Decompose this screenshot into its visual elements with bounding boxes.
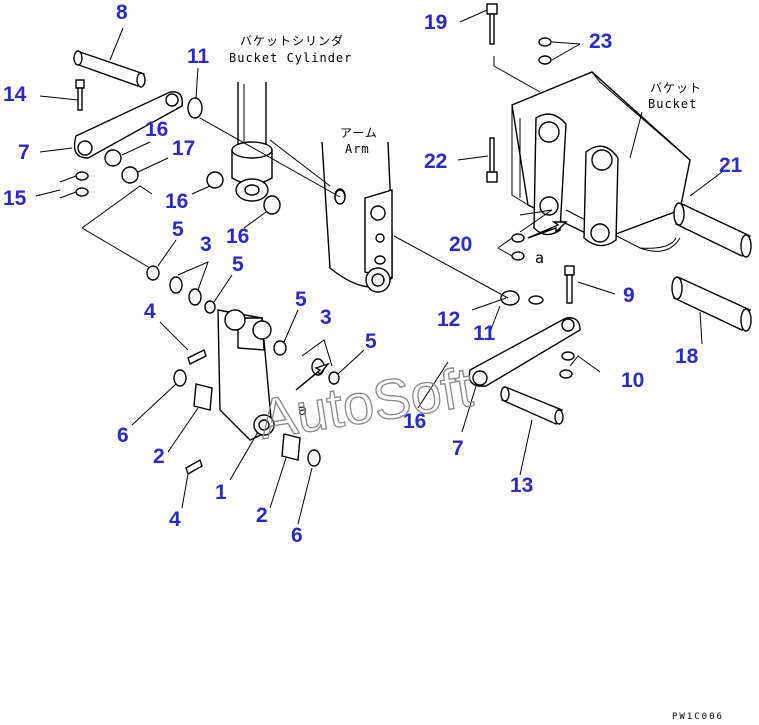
link-7-upper [73, 91, 183, 159]
bolt-14 [75, 79, 85, 111]
callout-22: 22 [424, 150, 447, 173]
callout-8: 8 [116, 1, 128, 24]
callout-20: 20 [449, 233, 472, 256]
nuts-20 [511, 233, 525, 261]
callout-10: 10 [621, 369, 644, 392]
callout-16: 16 [226, 225, 249, 248]
callout-2: 2 [256, 504, 268, 527]
ref-a-right: a [535, 249, 544, 267]
callout-19: 19 [424, 11, 447, 34]
callout-7: 7 [452, 437, 464, 460]
bucket-cylinder [231, 82, 273, 202]
reference-arrows [295, 221, 568, 391]
callout-3: 3 [200, 233, 212, 256]
pin-8 [73, 50, 146, 88]
callout-18: 18 [675, 345, 699, 368]
arm-en-label: Arm [345, 142, 370, 156]
pin-18 [671, 276, 752, 332]
callout-5: 5 [172, 218, 184, 241]
callout-17: 17 [172, 137, 195, 160]
ref-a-left: a [298, 401, 307, 419]
callout-3: 3 [320, 306, 332, 329]
bucket-cylinder-en-label: Bucket Cylinder [229, 51, 352, 65]
callout-6: 6 [117, 424, 129, 447]
callout-12: 12 [437, 308, 460, 331]
shims-and-bushings [104, 97, 520, 476]
pin-21 [673, 202, 752, 258]
link-1 [217, 309, 275, 441]
callout-21: 21 [719, 154, 743, 177]
callout-23: 23 [589, 30, 612, 53]
callout-16: 16 [403, 410, 426, 433]
callout-15: 15 [3, 187, 27, 210]
nuts-10 [559, 351, 575, 379]
callout-16: 16 [165, 190, 188, 213]
callout-11: 11 [187, 45, 210, 68]
link-7-right [468, 295, 581, 387]
callout-5: 5 [232, 253, 244, 276]
nuts-23 [538, 37, 552, 65]
leader-lines [35, 9, 723, 525]
pin-13 [500, 386, 564, 425]
callout-13: 13 [510, 474, 533, 497]
callout-5: 5 [365, 330, 377, 353]
autosoft-watermark: AutoSoft [255, 355, 477, 451]
callout-1: 1 [215, 481, 227, 504]
callout-2: 2 [153, 445, 165, 468]
callouts: 8 14 7 15 16 17 11 16 16 5 3 5 4 5 3 5 6… [3, 1, 743, 547]
callout-4: 4 [169, 508, 181, 531]
arm-jp-label: アーム [340, 126, 378, 140]
callout-5: 5 [295, 288, 307, 311]
arm [321, 141, 393, 293]
bucket-cylinder-jp-label: バケットシリンダ [240, 33, 344, 48]
bolt-22 [486, 137, 498, 183]
bolt-9 [564, 265, 575, 304]
nuts-15 [75, 171, 89, 197]
callout-4: 4 [144, 300, 156, 323]
callout-16: 16 [145, 118, 168, 141]
callout-11: 11 [473, 322, 496, 345]
callout-9: 9 [623, 284, 635, 307]
callout-7: 7 [18, 141, 30, 164]
callout-6: 6 [291, 524, 303, 547]
bucket-en-label: Bucket [648, 97, 697, 111]
bolt-19 [486, 3, 498, 45]
bucket-jp-label: バケット [650, 81, 702, 95]
callout-14: 14 [3, 83, 27, 106]
bucket [511, 71, 691, 252]
drawing-code: PW1C006 [672, 712, 724, 722]
